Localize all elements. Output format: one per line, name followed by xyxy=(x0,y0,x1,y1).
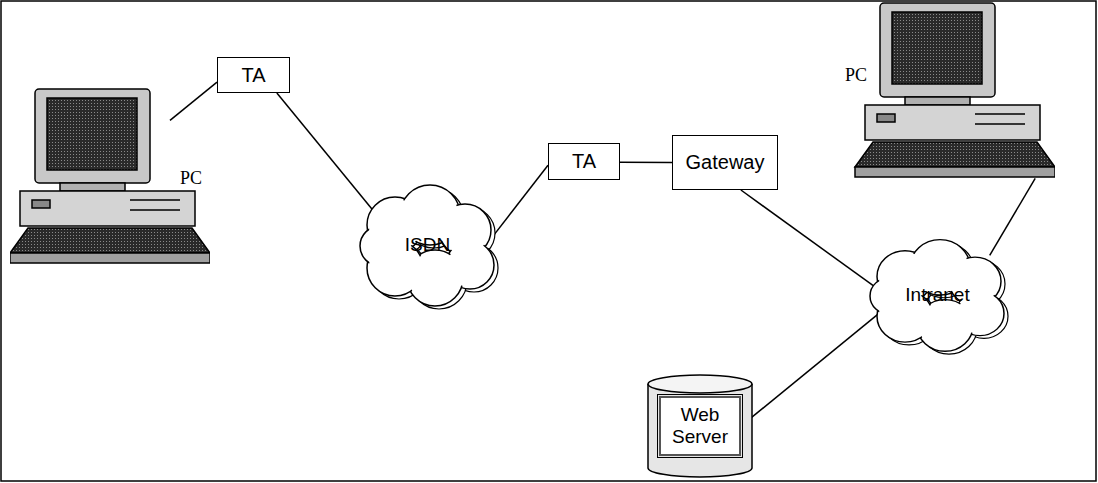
node-label: ISDN xyxy=(405,234,450,256)
node-label: TA xyxy=(572,150,596,173)
link-line xyxy=(620,161,672,163)
device-box: TA xyxy=(217,57,290,93)
network-cloud: ISDN xyxy=(355,180,500,310)
link-line xyxy=(494,165,548,234)
device-box: TA xyxy=(548,143,620,180)
node-label: Gateway xyxy=(686,151,765,174)
link-line xyxy=(277,93,386,226)
link-line xyxy=(750,309,883,418)
pc-label: PC xyxy=(845,65,867,86)
network-cloud: Intranet xyxy=(865,235,1010,355)
link-line xyxy=(990,178,1035,255)
pc-label: PC xyxy=(180,168,202,189)
node-label: TA xyxy=(241,64,265,87)
pc-icon xyxy=(835,2,1055,182)
pc-computer: PC xyxy=(835,2,1055,182)
device-box: Gateway xyxy=(672,135,778,190)
pc-computer: PC xyxy=(10,88,210,268)
node-label: Web Server xyxy=(659,396,741,456)
link-line xyxy=(170,82,217,120)
link-line xyxy=(741,190,880,290)
web-server: Web Server xyxy=(640,372,760,480)
node-label: Intranet xyxy=(905,284,969,306)
